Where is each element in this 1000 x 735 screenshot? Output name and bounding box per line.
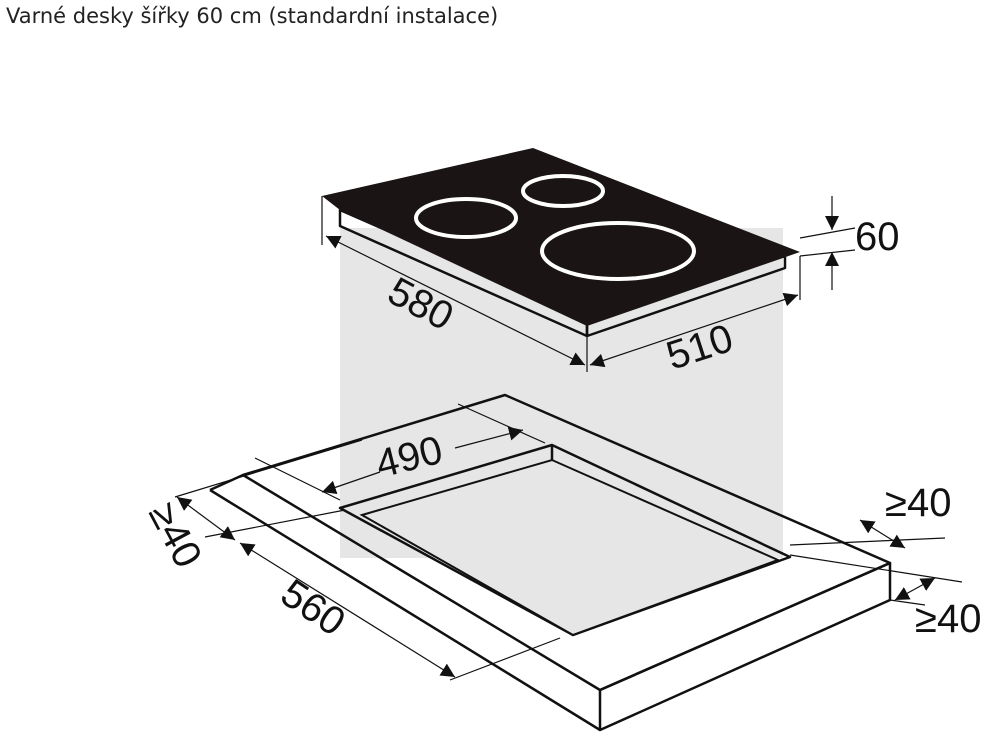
label-cutout-depth: 560 — [273, 571, 353, 645]
label-side-clearance: ≥40 — [885, 481, 951, 525]
diagram-title: Varné desky šířky 60 cm (standardní inst… — [6, 4, 499, 28]
cooking-zone-small — [521, 174, 605, 208]
label-hob-height: 60 — [855, 215, 900, 259]
label-front-clearance: ≥40 — [915, 597, 981, 641]
label-back-clearance: ≥40 — [140, 496, 210, 575]
cutout — [338, 443, 792, 637]
dimension-lines — [174, 196, 963, 681]
countertop — [209, 393, 892, 732]
